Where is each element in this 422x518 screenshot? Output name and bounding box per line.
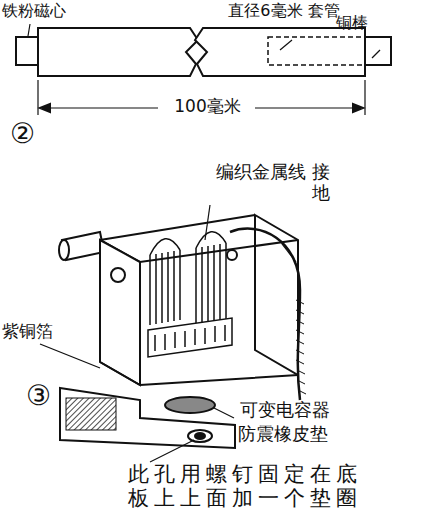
part-label: 铁粉磁心 [2,2,82,20]
part-label: 可变电容器 [240,400,360,421]
part-label: 编织金属线 接地 [212,162,330,203]
part-label: 紫铜箔 [2,322,72,342]
part-label: 防震橡皮垫 [238,424,358,445]
callout-number: ② [10,118,46,150]
part-label: 直径6毫米 套管 [228,2,340,20]
part-label: 铜棒 [336,14,380,32]
dimension-label: 100毫米 [160,97,255,117]
note-text: 此孔用螺钉固定在底 板上上面加一个垫圈 [128,462,398,510]
callout-number: ③ [26,380,62,412]
